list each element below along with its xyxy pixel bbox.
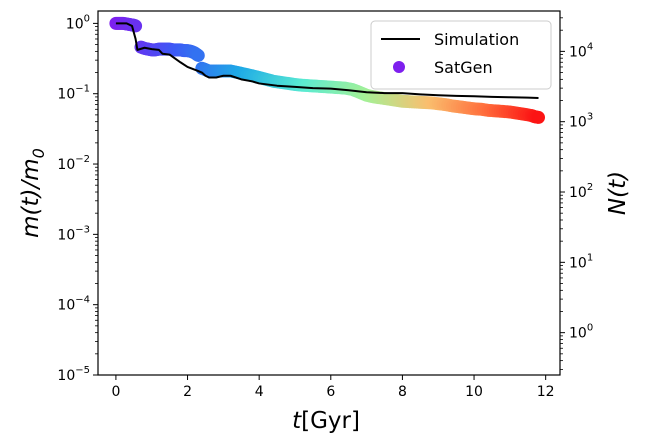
right-tick-label: 100 xyxy=(569,323,593,342)
right-tick-label-exp: 4 xyxy=(587,41,593,52)
satgen-point xyxy=(532,110,546,124)
x-tick-label: 8 xyxy=(398,384,407,400)
left-tick-label-exp: −5 xyxy=(75,365,90,376)
left-tick-label-exp: 0 xyxy=(84,13,90,24)
x-tick-label: 6 xyxy=(326,384,335,400)
right-tick-label: 102 xyxy=(569,182,593,201)
left-tick-label: 10−5 xyxy=(57,365,90,384)
left-tick-label-exp: −3 xyxy=(75,224,90,235)
x-axis-label-var: t xyxy=(292,408,302,434)
right-axis-label: N(t) xyxy=(605,171,631,215)
simulation-line xyxy=(115,22,539,99)
x-tick-label: 4 xyxy=(255,384,264,400)
plot-frame xyxy=(97,10,561,376)
right-tick-label-exp: 2 xyxy=(587,182,593,193)
left-tick-label: 100 xyxy=(66,13,90,32)
x-tick-label: 2 xyxy=(183,384,192,400)
left-tick-label-exp: −1 xyxy=(75,84,90,95)
left-axis-label-sub: 0 xyxy=(29,148,48,158)
satgen-point xyxy=(191,48,205,62)
legend-simulation-label: Simulation xyxy=(434,30,519,49)
left-axis-label: m(t)/m0 xyxy=(18,148,48,238)
left-axis-ticks: 100 10−1 10−2 10−3 10−4 10−5 xyxy=(57,13,98,384)
right-tick-label: 103 xyxy=(569,112,593,131)
x-axis-label-unit: [Gyr] xyxy=(301,408,360,434)
right-tick-label: 101 xyxy=(569,252,593,271)
left-tick-label: 10−1 xyxy=(57,84,90,103)
x-tick-label: 0 xyxy=(111,384,120,400)
left-tick-label-exp: −2 xyxy=(75,154,90,165)
left-tick-label: 10−2 xyxy=(57,154,90,173)
right-tick-label-exp: 3 xyxy=(587,112,593,123)
left-tick-label-exp: −4 xyxy=(75,295,90,306)
x-axis-label: t[Gyr] xyxy=(292,408,360,434)
legend-satgen-swatch xyxy=(393,61,405,73)
simulation-line-layer xyxy=(115,22,539,99)
x-tick-label: 12 xyxy=(537,384,555,400)
right-tick-label-exp: 1 xyxy=(587,252,593,263)
legend-satgen-label: SatGen xyxy=(434,58,493,77)
left-axis-label-main: m(t)/m xyxy=(18,158,44,238)
right-tick-label-exp: 0 xyxy=(587,323,593,334)
legend: Simulation SatGen xyxy=(370,20,552,90)
left-tick-label: 10−3 xyxy=(57,224,90,243)
right-tick-label: 104 xyxy=(569,41,593,60)
left-tick-label: 10−4 xyxy=(57,295,90,314)
x-axis-ticks: 0 2 4 6 8 10 12 xyxy=(111,375,555,400)
x-tick-label: 10 xyxy=(465,384,483,400)
